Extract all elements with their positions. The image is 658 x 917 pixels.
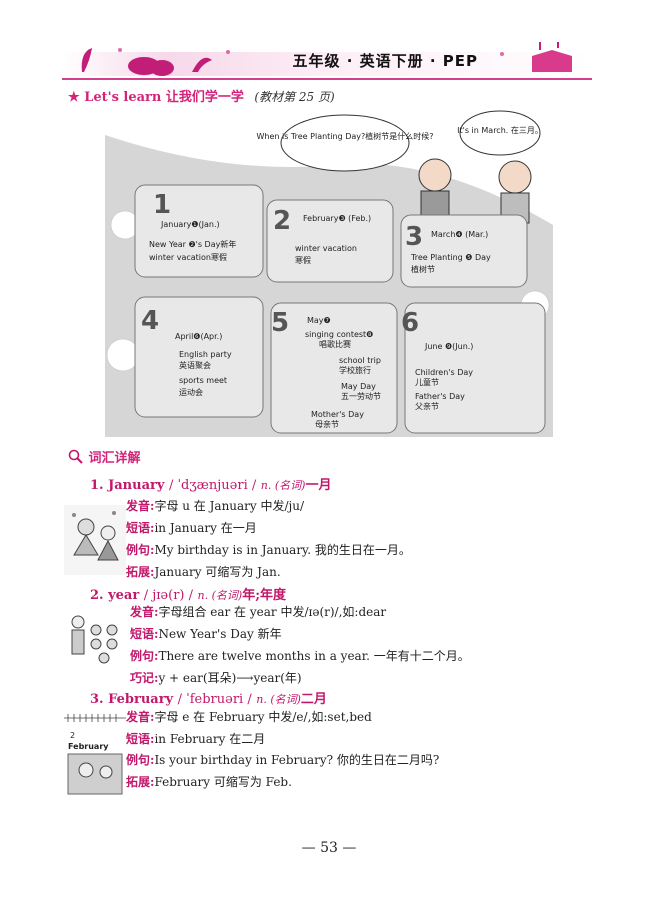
section-heading: ★ Let's learn 让我们学一学 (教材第 25 页) <box>68 86 335 105</box>
month-number: 6 <box>401 308 419 338</box>
entry-2-line-2: 短语:New Year's Day 新年 <box>130 627 282 641</box>
month-panel-2: 2 February❸ (Feb.) winter vacation 寒假 <box>266 199 394 283</box>
month-item: school trip <box>339 356 381 365</box>
month-item: 学校旅行 <box>339 365 371 375</box>
speech-left: When is Tree Planting Day?植树节是什么时候? <box>256 131 433 141</box>
entry-ipa: / ˈfebruəri / <box>177 692 252 707</box>
vocab-heading-text: 词汇详解 <box>88 451 141 466</box>
month-item: 植树节 <box>411 264 435 274</box>
boy-right-figure <box>498 160 532 224</box>
entry-1-head: 1. January / ˈdʒænjuəri / n. (名词)一月 <box>90 474 331 493</box>
month-item: 唱歌比赛 <box>319 339 351 349</box>
month-item: 五一劳动节 <box>341 391 381 401</box>
entry-word: 3. February <box>90 692 174 707</box>
month-item: 运动会 <box>179 387 203 397</box>
entry-3-head: 3. February / ˈfebruəri / n. (名词)二月 <box>90 688 327 707</box>
month-number: 2 <box>273 206 291 236</box>
entry-2-line-3: 例句:There are twelve months in a year. 一年… <box>130 649 470 663</box>
month-item: sports meet <box>179 376 227 385</box>
entry-meaning: 年;年度 <box>242 588 287 603</box>
entry-1-thumbnail <box>64 505 126 575</box>
month-name: March❹ (Mar.) <box>431 230 488 239</box>
month-item: Children's Day <box>415 368 473 377</box>
entry-ipa: / ˈdʒænjuəri / <box>168 478 257 493</box>
entry-2-line-1: 发音:字母组合 ear 在 year 中发/ɪə(r)/,如:dear <box>130 605 387 619</box>
entry-pos: n. (名词) <box>260 479 306 492</box>
month-panel-3: 3 March❹ (Mar.) Tree Planting ❺ Day 植树节 <box>400 214 528 288</box>
month-item: English party <box>179 350 232 359</box>
entry-3-line-3: 例句:Is your birthday in February? 你的生日在二月… <box>126 753 440 767</box>
entry-meaning: 一月 <box>305 478 332 493</box>
entry-2-line-4: 巧记:y + ear(耳朵)⟶year(年) <box>130 671 302 685</box>
entry-word: 1. January <box>90 478 165 493</box>
entry-1-line-4: 拓展:January 可缩写为 Jan. <box>126 565 281 579</box>
entry-3-line-2: 短语:in February 在二月 <box>126 732 266 746</box>
month-number: 1 <box>153 190 171 220</box>
month-item: 儿童节 <box>415 377 439 387</box>
entry-pos: n. (名词) <box>256 693 301 706</box>
month-item: Mother's Day <box>311 410 364 419</box>
header-title: 五年级 · 英语下册 · PEP <box>292 52 478 70</box>
entry-3-thumbnail: 2 February <box>64 712 126 796</box>
magnifier-icon <box>68 449 83 464</box>
entry-1-line-3: 例句:My birthday is in January. 我的生日在一月。 <box>126 543 411 557</box>
month-name: February❸ (Feb.) <box>303 214 371 223</box>
section-label: Let's learn 让我们学一学 <box>84 90 244 105</box>
month-item: 母亲节 <box>315 419 339 429</box>
month-panel-1: 1 January❶(Jan.) New Year ❷'s Day新年 wint… <box>134 184 264 278</box>
star-icon: ★ <box>68 90 80 105</box>
month-panel-4: 4 April❻(Apr.) English party 英语聚会 sports… <box>134 296 264 418</box>
entry-3-line-4: 拓展:February 可缩写为 Feb. <box>126 775 292 789</box>
page-number: — 53 — <box>301 840 357 856</box>
entry-ipa: / jɪə(r) / <box>143 588 193 603</box>
textbook-reference: (教材第 25 页) <box>254 90 335 104</box>
entry-pos: n. (名词) <box>197 589 243 602</box>
month-item: Father's Day <box>415 392 465 401</box>
month-item: winter vacation寒假 <box>149 252 227 262</box>
entry-word: 2. year <box>90 588 140 603</box>
months-illustration: When is Tree Planting Day?植树节是什么时候? It's… <box>105 110 553 437</box>
month-panel-5: 5 May❼ singing contest❽ 唱歌比赛 school trip… <box>270 302 398 434</box>
speech-right: It's in March. 在三月。 <box>457 125 543 135</box>
month-item: 英语聚会 <box>179 360 211 370</box>
vocab-heading: 词汇详解 <box>68 447 141 466</box>
header-decoration <box>62 42 592 76</box>
month-number: 5 <box>271 308 289 338</box>
entry-1-line-2: 短语:in January 在一月 <box>126 521 257 535</box>
month-number: 3 <box>405 222 423 252</box>
month-item: 寒假 <box>295 255 311 265</box>
thumb-number: 2 <box>70 731 75 740</box>
month-item: New Year ❷'s Day新年 <box>149 239 236 249</box>
thumb-word: February <box>68 742 109 751</box>
month-item: winter vacation <box>295 244 357 253</box>
month-name: May❼ <box>307 316 331 325</box>
month-name: June ❾(Jun.) <box>424 342 473 351</box>
month-name: April❻(Apr.) <box>175 332 222 341</box>
header-rule <box>62 78 592 80</box>
month-item: 父亲节 <box>415 401 439 411</box>
entry-2-thumbnail <box>64 608 126 670</box>
entry-3-line-1: 发音:字母 e 在 February 中发/e/,如:set,bed <box>126 710 372 724</box>
month-name: January❶(Jan.) <box>160 220 220 229</box>
entry-1-line-1: 发音:字母 u 在 January 中发/ju/ <box>126 499 305 513</box>
month-item: May Day <box>341 382 376 391</box>
month-number: 4 <box>141 306 159 336</box>
month-panel-6: 6 June ❾(Jun.) Children's Day 儿童节 Father… <box>401 302 546 434</box>
entry-2-head: 2. year / jɪə(r) / n. (名词)年;年度 <box>90 584 286 603</box>
entry-meaning: 二月 <box>300 692 327 707</box>
month-item: singing contest❽ <box>305 330 373 339</box>
month-item: Tree Planting ❺ Day <box>410 253 491 262</box>
